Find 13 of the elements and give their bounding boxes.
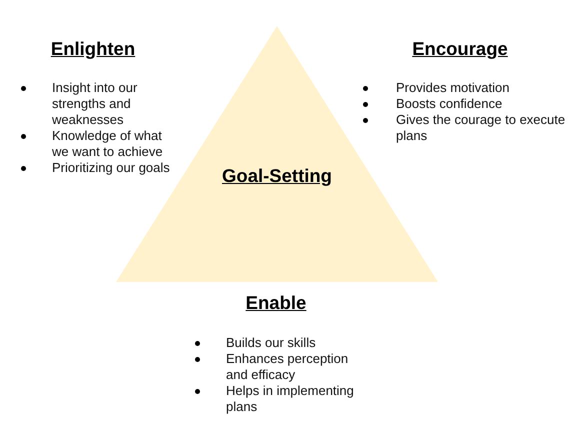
bullet-text: Builds our skills [226, 335, 317, 351]
bullet-text: Provides motivation [396, 80, 510, 96]
node-title: Goal-Setting [222, 165, 332, 186]
bullet-text: Knowledge of what we want to achieve [52, 128, 164, 160]
bullet-text: Gives the courage to execute plans [396, 112, 566, 144]
section-heading: Enlighten [50, 38, 136, 59]
section-heading: Encourage [412, 38, 508, 59]
section-heading: Enable [246, 292, 306, 313]
bullet-text: Prioritizing our goals [52, 160, 171, 176]
bullet-text: Insight into our strengths and weaknesses [52, 80, 138, 128]
bullet-text: Boosts confidence [396, 96, 504, 112]
bullet-text: Helps in implementing plans [226, 383, 355, 415]
bullet-text: Enhances perception and efficacy [226, 351, 350, 383]
